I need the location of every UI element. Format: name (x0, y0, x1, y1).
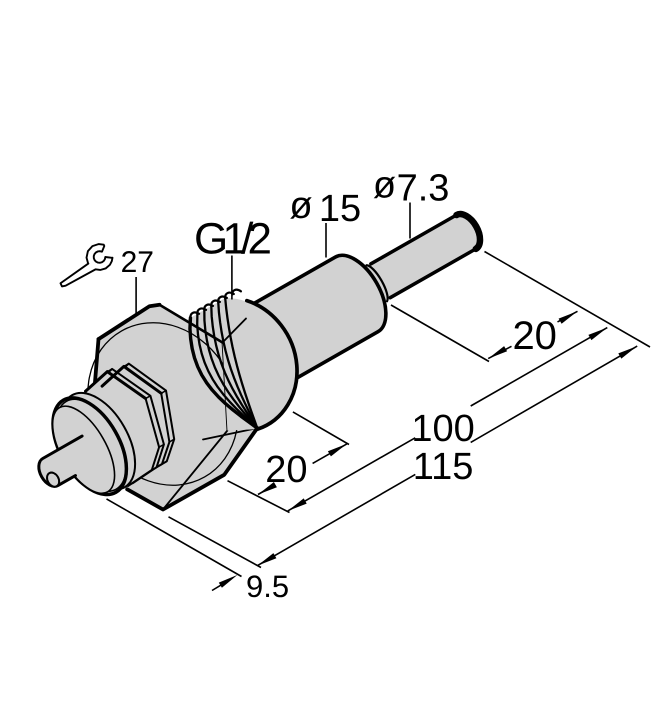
svg-text:ø: ø (289, 185, 312, 227)
svg-text:27: 27 (121, 246, 154, 279)
svg-text:ø: ø (373, 165, 396, 207)
svg-text:20: 20 (265, 449, 307, 491)
svg-text:G1/2: G1/2 (194, 214, 272, 263)
svg-text:115: 115 (413, 446, 474, 488)
svg-text:15: 15 (319, 188, 361, 230)
svg-text:9.5: 9.5 (246, 569, 289, 604)
svg-text:100: 100 (411, 408, 474, 450)
svg-text:7.3: 7.3 (397, 168, 450, 210)
svg-text:20: 20 (512, 314, 557, 358)
